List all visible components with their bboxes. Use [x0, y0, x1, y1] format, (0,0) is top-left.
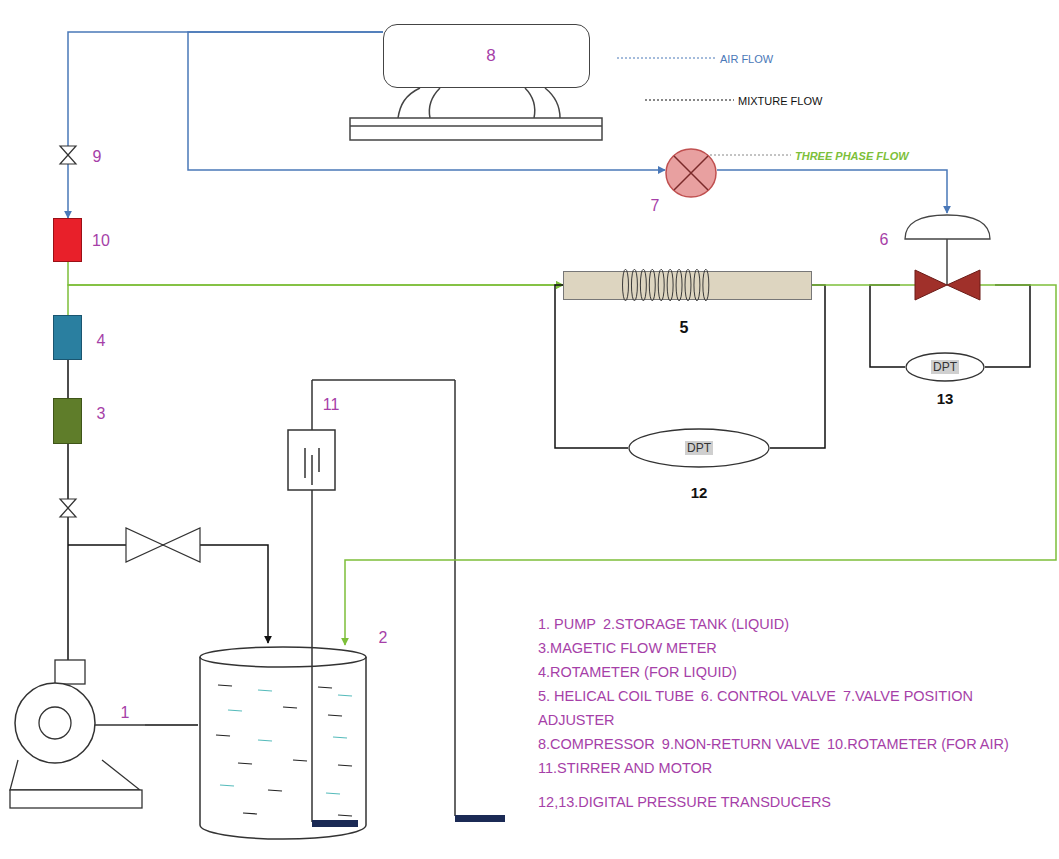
callout-number: 3: [97, 406, 106, 422]
parts-list-item: 1. PUMP: [538, 616, 596, 632]
pipe-connector: [68, 32, 383, 218]
parts-list-item: 2.STORAGE TANK (LIQUID): [603, 616, 789, 632]
parts-list-item: 9.NON-RETURN VALVE: [662, 736, 820, 752]
bypass-line: [68, 545, 268, 643]
pipe-connector: [770, 285, 825, 448]
legend-text: AIR FLOW: [720, 53, 773, 65]
callout-number: 8: [486, 47, 495, 64]
legend-text: THREE PHASE FLOW: [795, 150, 909, 162]
pressure-transducer: DPT12: [628, 428, 770, 468]
compressor-base: [350, 88, 602, 140]
instrument-tag: DPT: [685, 441, 713, 455]
callout-number: 7: [651, 198, 660, 214]
callout-number: 1: [121, 705, 130, 721]
pipe-connector: [870, 285, 905, 367]
air-rotameter: 10: [53, 218, 82, 262]
stirrer-symbol: [288, 380, 505, 827]
pressure-transducer: DPT13: [905, 352, 985, 382]
instrument-tag: DPT: [931, 360, 959, 374]
parts-list-item: 3.MAGETIC FLOW METER: [538, 640, 717, 656]
callout-number: 10: [92, 233, 110, 249]
pipe-connector: [67, 360, 69, 398]
control-valve: 6: [900, 213, 995, 302]
pipe-connector: [145, 724, 198, 726]
pipe-connector: [717, 170, 947, 213]
pump: 1: [10, 660, 145, 810]
inline-valve: [60, 499, 76, 517]
parts-list-item: 11.STIRRER AND MOTOR: [538, 760, 712, 776]
storage-tank: 2: [198, 645, 368, 840]
control-valve-outline: [900, 213, 995, 302]
liquid-rotameter: 4: [53, 315, 82, 360]
compressor: 8: [383, 24, 590, 88]
pipe-connector: [555, 285, 628, 448]
parts-list-item: 4.ROTAMETER (FOR LIQUID): [538, 664, 737, 680]
callout-number: 12: [691, 485, 708, 500]
storage-tank-outline: [198, 645, 368, 840]
pipe-connector: [985, 285, 1030, 367]
pipe-connector: [68, 262, 563, 285]
parts-list-item: 8.COMPRESSOR: [538, 736, 655, 752]
pipe-connector: [812, 284, 900, 286]
callout-number: 5: [680, 320, 689, 336]
callout-number: 11: [323, 397, 340, 413]
callout-number: 9: [93, 149, 102, 165]
helical-coil-tube: 5: [563, 271, 812, 300]
legend-entry: AIR FLOW: [720, 50, 773, 66]
parts-list: 1. PUMP 2.STORAGE TANK (LIQUID) 3.MAGETIC …: [538, 612, 1043, 814]
legend-entry: MIXTURE FLOW: [738, 92, 822, 108]
parts-list-item: 6. CONTROL VALVE: [701, 688, 836, 704]
bypass-valve: [126, 528, 200, 562]
valve-position-adjuster-outline: [665, 148, 717, 198]
non-return-valve: [60, 146, 76, 164]
callout-number: 4: [97, 333, 106, 349]
pipe-connector: [345, 285, 1056, 645]
callout-number: 6: [880, 232, 889, 248]
legend-text: MIXTURE FLOW: [738, 95, 822, 107]
valve-position-adjuster: 7: [665, 148, 717, 198]
callout-number: 2: [379, 630, 388, 646]
parts-list-item: 12,13.DIGITAL PRESSURE TRANSDUCERS: [538, 794, 831, 810]
magnetic-flow-meter: 3: [53, 398, 82, 444]
line-break: [538, 780, 1043, 790]
parts-list-item: 5. HELICAL COIL TUBE: [538, 688, 694, 704]
pipe-connector: [67, 444, 69, 660]
pipe-connector: [68, 285, 563, 315]
pump-outline: [10, 660, 145, 810]
helical-coil-tube-outline: [564, 272, 811, 299]
callout-number: 13: [937, 391, 954, 406]
parts-list-item: 10.ROTAMETER (FOR AIR): [827, 736, 1009, 752]
legend-entry: THREE PHASE FLOW: [795, 147, 909, 163]
